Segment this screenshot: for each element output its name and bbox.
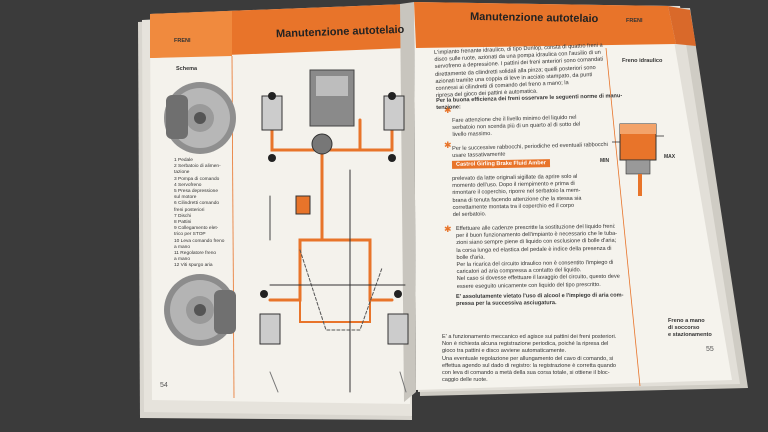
right-header-band	[414, 2, 676, 48]
rear-brake-disc-image	[164, 274, 236, 346]
legend-item: 7 Dischi	[174, 213, 192, 219]
legend-item: 2 Serbatoio di alimen-	[174, 164, 221, 170]
text-line: caggio delle ruote.	[442, 377, 488, 384]
bullet-fluid-replacement: Effettuare alle cadenze prescritte la so…	[456, 224, 620, 291]
intro-paragraph: L'impianto frenante idraulico, di tipo D…	[434, 43, 605, 101]
legend-item: a mano	[174, 257, 190, 263]
right-page-number: 55	[706, 346, 714, 353]
legend-item: 10 Leva comando freno	[174, 238, 225, 244]
diagram-legend: 1 Pedale 2 Serbatoio di alimen- tazione …	[174, 158, 224, 270]
right-page	[414, 2, 732, 390]
min-label: MIN	[600, 158, 610, 164]
svg-text:✱: ✱	[444, 105, 452, 115]
schema-subtitle: Schema	[176, 66, 198, 72]
max-label: MAX	[664, 154, 676, 160]
svg-text:✱: ✱	[444, 140, 452, 150]
brake-circuit-diagram	[259, 69, 409, 393]
fluid-usage-paragraph: prelevato da latte originali sigillate d…	[452, 174, 582, 219]
legend-item: freni posteriori	[174, 207, 205, 213]
legend-item: a mano	[174, 244, 190, 250]
left-section-tab: FRENI	[174, 38, 191, 44]
front-brake-disc-image	[164, 82, 236, 154]
right-section-tab: FRENI	[626, 18, 643, 24]
text-line: e stazionamento	[668, 332, 712, 338]
text-line: di soccorso	[668, 325, 700, 331]
handbrake-paragraph: E' a funzionamento meccanico ed agisce s…	[442, 334, 616, 384]
legend-item: 5 Presa depressione	[174, 189, 218, 195]
legend-item: tazione	[174, 170, 190, 176]
legend-item: 3 Pompa di comando	[174, 176, 220, 182]
legend-item: sul motore	[174, 195, 197, 201]
alcohol-warning: E' assolutamente vietato l'uso di alcool…	[456, 293, 624, 309]
svg-text:✱: ✱	[444, 224, 452, 234]
legend-item: 4 Servofreno	[174, 182, 202, 188]
legend-item: 12 Viti spurgo aria	[174, 263, 213, 269]
text-line: Non è richiesta alcuna registrazione per…	[442, 341, 609, 348]
brake-fluid-label: Castrol Girling Brake Fluid Amber	[451, 159, 550, 169]
bullet-fluid-level: Fare attenzione che il livello minimo de…	[452, 115, 581, 140]
text-line: con leva di comando a metà della sua cor…	[442, 370, 610, 377]
text-line: pressa per la successiva asciugatura.	[456, 300, 557, 308]
side-label-handbrake: Freno a mano di soccorso e stazionamento	[668, 318, 712, 339]
legend-item: 11 Regolatore freno	[174, 251, 217, 257]
text-line: gioco tra pattini e disco avviene automa…	[442, 348, 567, 355]
side-label-hydraulic: Freno idraulico	[622, 58, 663, 64]
legend-item: 8 Pattini	[174, 220, 192, 226]
text-line: Una eventuale regolazione per allungamen…	[442, 355, 614, 362]
text-line: effettua agendo sul dado di registro: la…	[442, 362, 617, 369]
legend-item: 1 Pedale	[174, 158, 193, 163]
text-line: Freno a mano	[668, 318, 705, 324]
legend-item: trico per STOP	[174, 232, 206, 238]
left-page-number: 54	[160, 382, 168, 389]
text-line: E' a funzionamento meccanico ed agisce s…	[442, 334, 617, 340]
legend-item: 6 Cilindretti comando	[174, 201, 220, 207]
fluid-reservoir-diagram	[612, 123, 664, 196]
right-page-title: Manutenzione autotelaio	[469, 10, 599, 26]
legend-item: 9 Collegamento elet-	[174, 226, 219, 232]
